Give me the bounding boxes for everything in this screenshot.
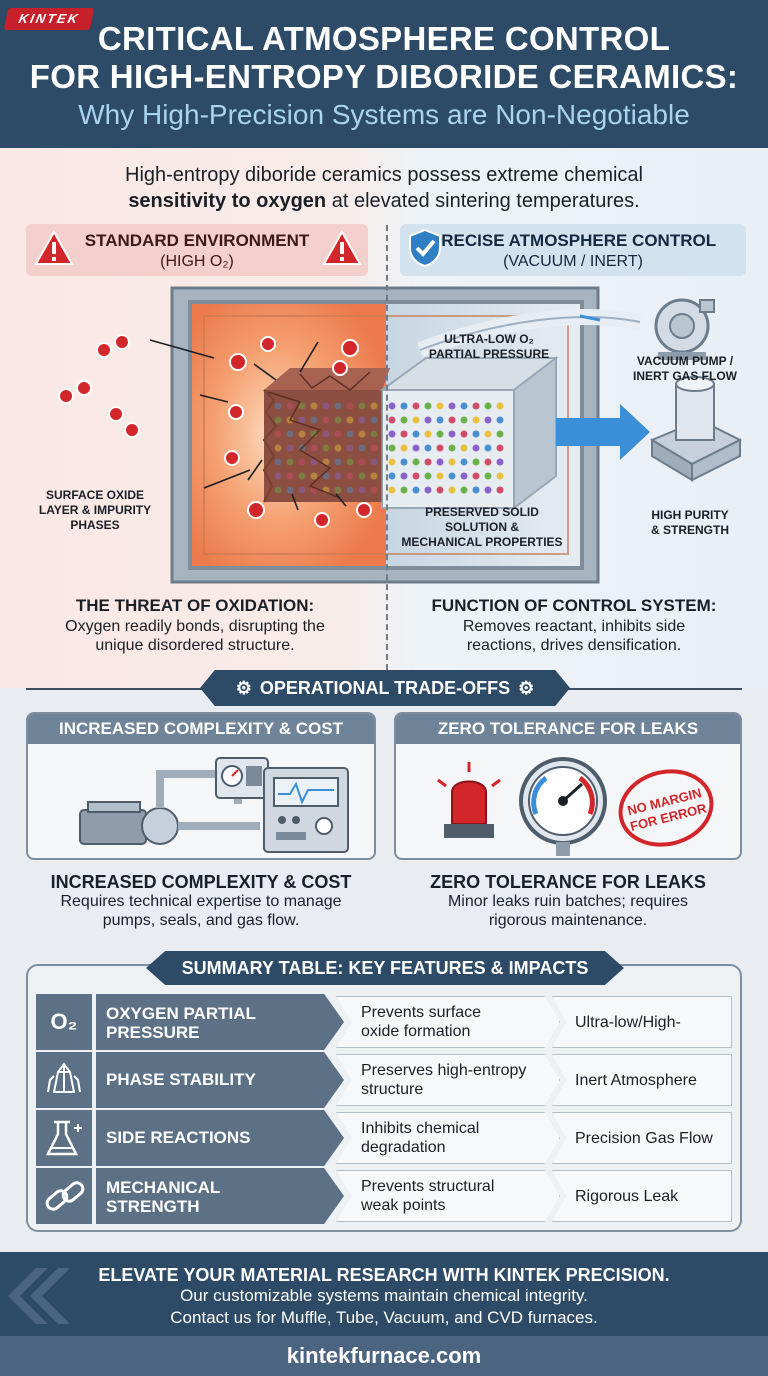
gear-icon: ⚙ — [518, 678, 535, 698]
complexity-card-title: INCREASED COMPLEXITY & COST — [28, 714, 374, 744]
chevron-left-icon — [8, 1268, 70, 1324]
gear-icon: ⚙ — [235, 678, 252, 698]
flask-icon — [36, 1110, 94, 1166]
operational-tradeoffs-banner: ⚙OPERATIONAL TRADE-OFFS⚙ — [200, 670, 570, 706]
alarm-light-icon — [437, 762, 501, 838]
leaks-caption-heading: ZERO TOLERANCE FOR LEAKS — [430, 872, 706, 892]
crystal-icon — [36, 1052, 94, 1108]
chain-link-icon — [36, 1168, 94, 1224]
shield-icon — [409, 228, 441, 268]
row-method: Rigorous Leak Control — [552, 1170, 732, 1222]
section-rule — [26, 688, 206, 690]
threat-heading: THE THREAT OF OXIDATION: — [75, 596, 315, 615]
leaks-caption-text: Minor leaks ruin batches; requires rigor… — [447, 893, 689, 929]
label-preserved: PRESERVED SOLID SOLUTION & MECHANICAL PR… — [401, 505, 563, 549]
no-margin-stamp: NO MARGIN FOR ERROR — [610, 759, 722, 857]
complexity-card: INCREASED COMPLEXITY & COST — [26, 712, 376, 860]
row-label: SIDE REACTIONS — [96, 1110, 344, 1166]
pump-system-icon — [79, 757, 349, 853]
function-text: Removes reactant, inhibits side reaction… — [462, 618, 686, 654]
row-method: Precision Gas Flow — [552, 1112, 732, 1164]
function-heading: FUNCTION OF CONTROL SYSTEM: — [431, 596, 717, 615]
leaks-card: ZERO TOLERANCE FOR LEAKS NO MARGIN FOR E… — [394, 712, 742, 860]
complexity-caption-text: Requires technical expertise to manage p… — [60, 893, 342, 929]
leaks-card-title: ZERO TOLERANCE FOR LEAKS — [396, 714, 740, 744]
label-vacuum-pump: VACUUM PUMP / INERT GAS FLOW — [633, 354, 737, 383]
footer-title: ELEVATE YOUR MATERIAL RESEARCH WITH KINT… — [98, 1265, 670, 1285]
page-title: CRITICAL ATMOSPHERE CONTROL FOR HIGH-ENT… — [29, 20, 739, 95]
furnace-illustration — [58, 286, 743, 584]
center-divider — [386, 225, 388, 670]
intro-emphasis: sensitivity to oxygen — [128, 190, 327, 212]
header: KINTEK CRITICAL ATMOSPHERE CONTROL FOR H… — [0, 0, 768, 148]
row-method: Inert Atmosphere — [552, 1054, 732, 1106]
warning-icon — [34, 230, 74, 265]
section-rule — [564, 688, 742, 690]
warning-icon — [322, 230, 362, 265]
label-oxide: SURFACE OXIDE LAYER & IMPURITY PHASES — [38, 488, 152, 532]
footer-line: Our customizable systems maintain chemic… — [180, 1286, 588, 1305]
standard-environment-badge: STANDARD ENVIRONMENT (HIGH O₂) — [26, 224, 368, 276]
row-label: PHASE STABILITY — [96, 1052, 344, 1108]
label-low-pressure: ULTRA-LOW O₂ PARTIAL PRESSURE — [428, 332, 550, 361]
label-high-purity: HIGH PURITY & STRENGTH — [651, 508, 729, 537]
pressure-gauge-icon — [519, 757, 607, 856]
complexity-caption-heading: INCREASED COMPLEXITY & COST — [50, 872, 352, 892]
intro-text: High-entropy diboride ceramics possess e… — [125, 164, 643, 212]
row-method: Ultra-low/High-vacuum — [552, 996, 732, 1048]
oxygen-icon: O₂ — [36, 994, 94, 1050]
website-link[interactable]: kintekfurnace.com — [0, 1336, 768, 1376]
footer-line: Contact us for Muffle, Tube, Vacuum, and… — [170, 1308, 598, 1327]
page-subtitle: Why High-Precision Systems are Non-Negot… — [78, 99, 690, 130]
precise-control-badge: PRECISE ATMOSPHERE CONTROL (VACUUM / INE… — [400, 224, 746, 276]
summary-banner: SUMMARY TABLE: KEY FEATURES & IMPACTS — [146, 951, 624, 985]
threat-text: Oxygen readily bonds, disrupting the uni… — [65, 618, 325, 654]
